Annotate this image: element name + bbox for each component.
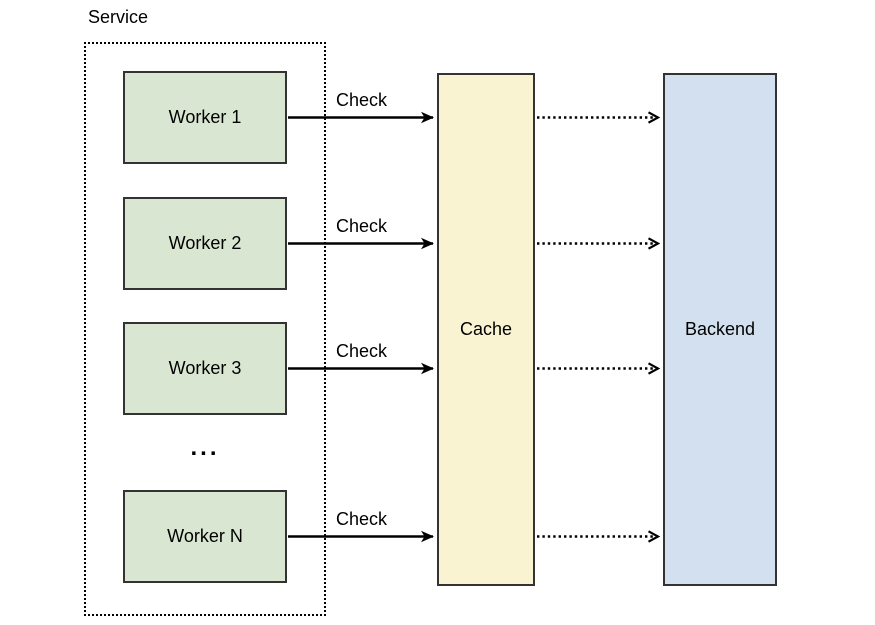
node-cache-label: Cache (459, 319, 513, 339)
arrow-label-check-4: Check (336, 509, 388, 529)
node-worker-n: Worker N (123, 490, 287, 583)
node-worker-2: Worker 2 (123, 197, 287, 290)
workers-ellipsis: ... (190, 434, 220, 461)
node-cache: Cache (437, 73, 535, 586)
node-worker-n-label: Worker N (167, 526, 243, 546)
service-group-label: Service (88, 7, 149, 27)
node-worker-2-label: Worker 2 (168, 233, 242, 253)
node-backend-label: Backend (684, 319, 756, 339)
service-group-boundary (84, 42, 326, 616)
arrow-label-check-3: Check (336, 341, 388, 361)
arrow-label-check-2: Check (336, 216, 388, 236)
node-worker-3-label: Worker 3 (168, 358, 242, 378)
node-worker-3: Worker 3 (123, 322, 287, 415)
node-worker-1-label: Worker 1 (168, 107, 242, 127)
node-backend: Backend (663, 73, 777, 586)
node-worker-1: Worker 1 (123, 71, 287, 164)
arrow-label-check-1: Check (336, 90, 388, 110)
